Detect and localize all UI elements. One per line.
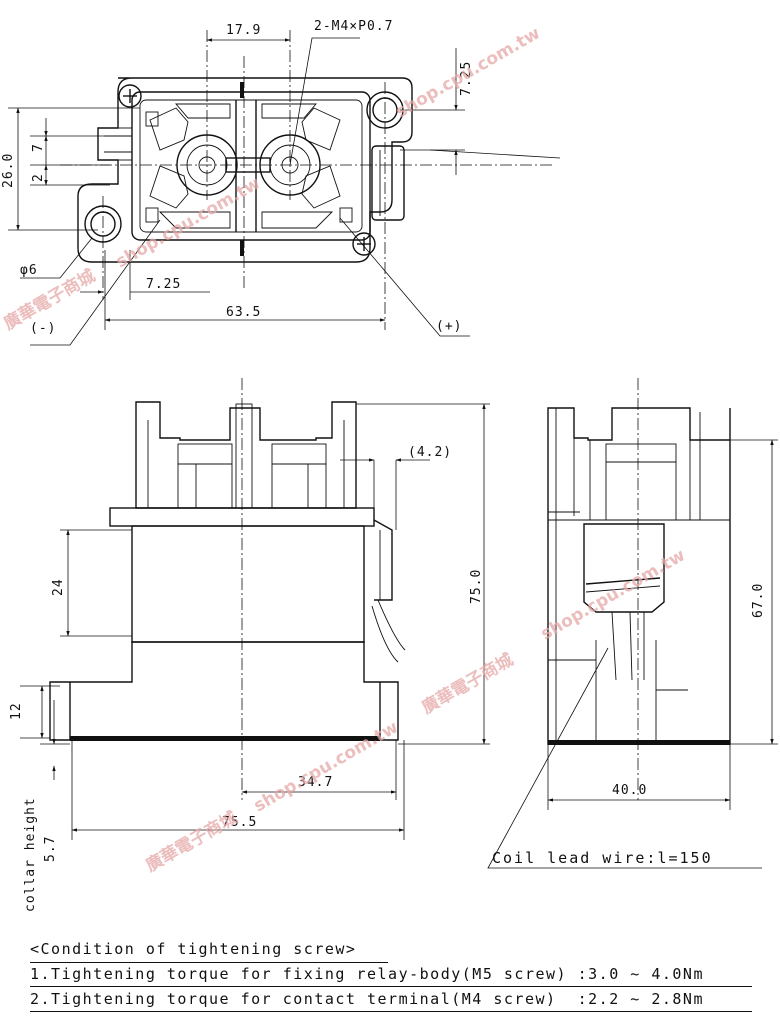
condition-item-2-underline — [30, 1011, 752, 1012]
terminal-negative: (-) — [30, 321, 56, 336]
condition-item-1-underline — [30, 986, 752, 987]
dim-67-0: 67.0 — [751, 583, 766, 618]
condition-item-1: 1.Tightening torque for fixing relay-bod… — [30, 965, 704, 983]
dim-7-25-top: 7.25 — [459, 61, 474, 96]
dim-34-7: 34.7 — [298, 775, 333, 790]
watermark-url-top: shop.cpu.com.tw — [393, 23, 544, 122]
watermark-cn-low: 廣華電子商城 — [142, 807, 241, 876]
dim-26-0: 26.0 — [1, 153, 16, 188]
dim-7: 7 — [31, 143, 46, 152]
conditions-title-underline — [30, 962, 388, 963]
dim-40-0: 40.0 — [612, 783, 647, 798]
condition-item-2: 2.Tightening torque for contact terminal… — [30, 990, 704, 1008]
coil-lead-note: Coil lead wire:l=150 — [492, 849, 713, 867]
dim-4-2: (4.2) — [408, 445, 452, 460]
dim-12: 12 — [9, 702, 24, 720]
dim-7-25-left: 7.25 — [146, 277, 181, 292]
dim-75-5: 75.5 — [222, 815, 257, 830]
watermark-cn-mid: 廣華電子商城 — [418, 649, 517, 718]
side-view — [487, 378, 778, 869]
front-view — [20, 378, 490, 840]
screw-note: 2-M4×P0.7 — [314, 19, 393, 34]
dim-2: 2 — [31, 173, 46, 182]
dim-63-5: 63.5 — [226, 305, 261, 320]
collar-value: 5.7 — [43, 836, 58, 862]
conditions-title: <Condition of tightening screw> — [30, 940, 357, 958]
top-view — [8, 30, 561, 346]
dim-17-9: 17.9 — [226, 23, 261, 38]
collar-label: collar height — [23, 797, 38, 912]
dimension-labels: 17.9 2-M4×P0.7 7.25 26.0 7 2 φ6 7.25 63.… — [1, 19, 766, 912]
hole-diameter: φ6 — [20, 263, 38, 278]
watermark-url-low: shop.cpu.com.tw — [251, 717, 402, 816]
dim-75-0: 75.0 — [469, 569, 484, 604]
watermarks: shop.cpu.com.tw 廣華電子商城 shop.cpu.com.tw s… — [0, 23, 689, 876]
terminal-positive: (+) — [436, 319, 462, 334]
dim-24: 24 — [51, 578, 66, 596]
